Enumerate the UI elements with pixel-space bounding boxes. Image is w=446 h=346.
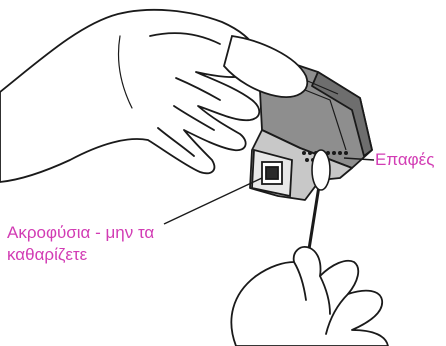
upper-hand xyxy=(0,10,260,182)
nozzles-label-line1: Ακροφύσια - μην τα xyxy=(7,222,154,244)
nozzles-label: Ακροφύσια - μην τα καθαρίζετε xyxy=(7,222,154,266)
contacts-label: Επαφές xyxy=(375,149,434,171)
swab-tip xyxy=(312,150,330,190)
thumb xyxy=(224,36,307,97)
upper-hand-outline xyxy=(0,10,260,182)
nozzles-leader-line xyxy=(164,178,262,224)
lower-hand-outline xyxy=(231,247,388,346)
nozzles-label-line2: καθαρίζετε xyxy=(7,244,154,266)
lower-hand xyxy=(231,247,388,346)
